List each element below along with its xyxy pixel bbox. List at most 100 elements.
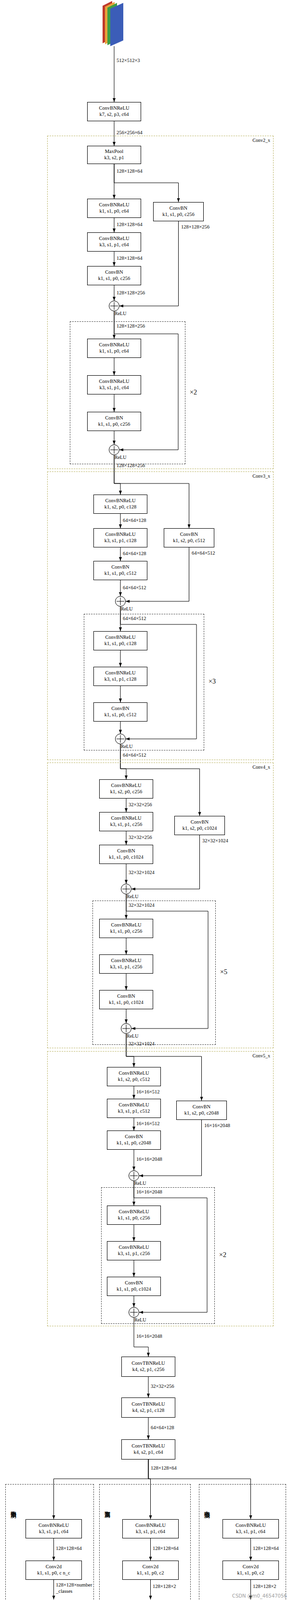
conv-block: Conv2dk1, s1, p0, c2	[222, 1562, 279, 1582]
stage-title: Conv2_x	[252, 137, 271, 144]
layer-text: ConvBN	[111, 564, 130, 572]
plus-stroke	[120, 598, 121, 606]
layer-text: k3, s1, p1, c512	[117, 1109, 151, 1116]
layer-text: k4, s2, p1, c256	[132, 1368, 165, 1375]
tensor-shape: 128×128×64	[150, 1466, 177, 1474]
layer-text: ConvBNReLU	[105, 670, 136, 678]
layer-text: k7, s2, p3, c64	[99, 111, 129, 118]
head-title: 中心点预测	[202, 1507, 211, 1511]
layer-text: ConvBNReLU	[99, 105, 130, 112]
layer-text: k1, s1, p0, c1024	[108, 1000, 144, 1008]
layer-text: k1, s1, p0, c64	[99, 348, 129, 355]
layer-text: k1, s2, p0, c2048	[184, 1111, 220, 1118]
tensor-shape: 16×16×2048	[136, 1157, 163, 1165]
connector-arrow	[150, 1540, 151, 1563]
layer-text: ConvBNReLU	[118, 1103, 150, 1110]
layer-text: ConvBN	[190, 820, 209, 827]
repeat-group: ×3ConvBNReLUk1, s1, p0, c128ConvBNReLUk3…	[83, 614, 205, 752]
conv-block: ConvBNReLUk3, s1, p1, c512	[106, 1099, 161, 1120]
layer-text: k1, s1, p0, c256	[98, 275, 131, 283]
layer-text: k1, s1, p0, c256	[117, 1216, 151, 1223]
conv-block: ConvBNReLUk1, s2, p0, c512	[106, 1068, 161, 1088]
connector-arrow	[120, 745, 127, 781]
connector-arrow	[114, 455, 121, 496]
tensor-shape: 64×64×512	[191, 550, 216, 558]
tensor-shape: 32×32×256	[128, 835, 153, 842]
connector-arrow	[120, 514, 121, 529]
tensor-shape: 64×64×128	[150, 1426, 175, 1433]
layer-text: ConvBN	[117, 849, 135, 856]
layer-text: k1, s1, p0, c n_c	[37, 1571, 71, 1579]
layer-text: ConvBN	[104, 269, 123, 276]
output-arrow	[150, 1581, 151, 1600]
tensor-shape: 16×16×2048	[204, 1124, 231, 1131]
tensor-shape: 32×32×1024	[128, 1042, 155, 1049]
connector-arrow	[133, 1119, 135, 1132]
conv-block: ConvBNReLUk3, s1, p1, c64	[222, 1520, 279, 1541]
conv-block: ConvBNReLUk1, s2, p0, c256	[99, 780, 154, 800]
conv-block: ConvBNReLUk3, s1, p1, c256	[99, 955, 154, 975]
conv-block: ConvBNk1, s2, p0, c512	[163, 528, 215, 549]
layer-text: ConvBNReLU	[111, 816, 142, 823]
plus-stroke	[114, 302, 115, 311]
tensor-shape: 16×16×512	[136, 1122, 160, 1129]
tensor-shape: 128×128×64	[55, 1547, 82, 1554]
layer-text: k1, s2, p0, c256	[110, 789, 143, 797]
layer-text: k3, s1, p1, c256	[117, 1252, 151, 1259]
add-circle	[121, 1024, 132, 1035]
connector-arrow	[148, 1461, 151, 1521]
conv-block: ConvBNReLUk7, s2, p3, c64	[87, 102, 142, 122]
add-node: ReLU	[115, 734, 126, 746]
connector-arrow	[126, 864, 127, 885]
stage-region: Conv4_xConvBNReLUk1, s2, p0, c256ConvBNR…	[47, 763, 274, 1050]
layer-text: k1, s2, p0, c512	[172, 538, 206, 545]
connector-arrow	[126, 832, 127, 846]
tensor-shape: 32×32×1024	[128, 870, 155, 878]
conv-block: ConvBNk1, s1, p0, c256	[87, 266, 142, 286]
layer-text: k1, s1, p0, c128	[104, 641, 137, 648]
layer-text: k1, s1, p0, c64	[99, 208, 129, 215]
connector-arrow	[120, 686, 121, 704]
conv-block: ConvBNReLUk1, s2, p0, c128	[93, 495, 148, 515]
conv-block: ConvBNk1, s1, p0, c512	[93, 703, 148, 723]
repeat-group: ×2ConvBNReLUk1, s1, p0, c64ConvBNReLUk3,…	[69, 321, 186, 465]
connector-arrow	[250, 1540, 251, 1563]
add-symbol	[120, 1024, 132, 1035]
add-circle	[121, 885, 132, 896]
head-region: 宽高预测ConvBNReLUk3, s1, p1, c64Conv2dk1, s…	[99, 1485, 191, 1600]
tensor-shape: 32×32×1024	[202, 838, 229, 846]
repeat-group: ×5ConvBNReLUk1, s1, p0, c256ConvBNReLUk3…	[92, 901, 216, 1047]
layer-text: ConvBNReLU	[118, 1210, 150, 1217]
tensor-shape: 256×256×64	[116, 130, 143, 137]
conv-block: ConvBNReLUk3, s1, p1, c64	[25, 1520, 82, 1541]
layer-text: k3, s1, p1, c64	[99, 385, 129, 392]
layer-text: ConvBN	[117, 994, 135, 1001]
conv-block: Conv2dk1, s1, p0, c2	[122, 1562, 179, 1582]
tensor-shape: 32×32×256	[150, 1385, 175, 1392]
plus-stroke	[126, 1025, 127, 1034]
input-image-illustration	[102, 0, 124, 47]
stage-region: Conv5_xConvBNReLUk1, s2, p0, c512ConvBNR…	[47, 1052, 274, 1328]
activation-label: ReLU	[126, 1034, 139, 1040]
plus-stroke	[133, 1309, 135, 1318]
connector-arrow	[126, 799, 127, 813]
layer-text: ConvBNReLU	[99, 379, 130, 386]
conv-block: ConvBNk1, s2, p0, c1024	[174, 816, 225, 837]
conv-block: ConvTBNReLUk4, s2, p1, c128	[121, 1399, 176, 1420]
layer-text: k1, s1, p0, c256	[110, 929, 143, 936]
conv-block: MaxPoolk3, s2, p1	[87, 145, 142, 165]
conv-block: ConvBNReLUk1, s1, p0, c256	[106, 1206, 161, 1227]
tensor-shape: 32×32×256	[128, 802, 153, 810]
plus-stroke	[126, 886, 127, 894]
layer-text: ConvBNReLU	[111, 958, 142, 966]
layer-text: ConvBNReLU	[99, 342, 130, 349]
add-node: ReLU	[120, 884, 132, 896]
layer-text: ConvTBNReLU	[131, 1444, 165, 1452]
connector-arrow	[133, 1297, 135, 1309]
plus-stroke	[114, 446, 115, 455]
plus-stroke	[120, 735, 121, 744]
add-symbol	[120, 884, 132, 896]
layer-text: ConvBNReLU	[111, 923, 142, 930]
tensor-shape: 128×128×256	[116, 290, 145, 297]
layer-text: k3, s1, p1, c128	[104, 677, 137, 684]
